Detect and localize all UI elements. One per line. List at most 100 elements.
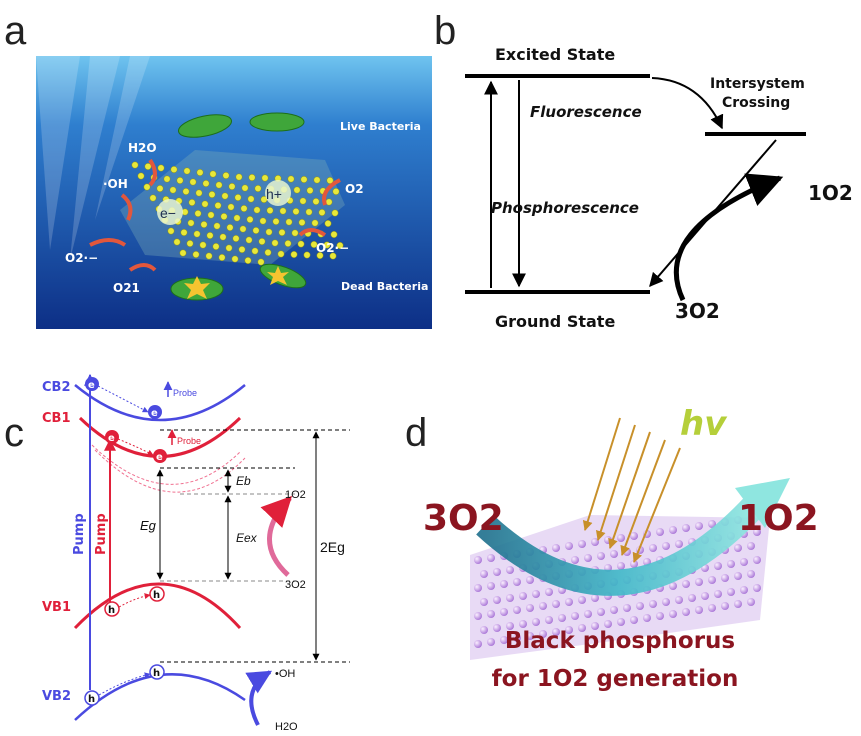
lattice-atom	[194, 210, 202, 217]
bp-atom	[734, 572, 742, 580]
lattice-atom	[233, 214, 241, 222]
lattice-atom	[287, 175, 295, 183]
lattice-atom	[257, 258, 265, 266]
panel-b-letter: b	[434, 9, 456, 53]
bp-atom	[519, 592, 527, 600]
lattice-atom	[205, 252, 213, 260]
bp-atom	[714, 562, 722, 570]
lattice-atom	[271, 239, 279, 247]
bp-atom	[487, 610, 495, 618]
exciton-band-1	[91, 444, 241, 485]
bp-atom	[487, 582, 495, 590]
caption-line-2: for 1O2 generation	[492, 666, 739, 692]
hole-vb1-start	[104, 601, 120, 617]
electron-cb2-start-label: e	[88, 380, 95, 391]
bp-atom	[584, 554, 592, 562]
lattice-atom	[188, 199, 196, 206]
lattice-atom	[202, 180, 210, 187]
lattice-atom	[300, 176, 308, 183]
panel-c: c CB2 CB1 VB1 VB2 Pump Pump Probe Probe …	[4, 373, 350, 733]
bp-atom	[617, 562, 625, 570]
bp-atom	[714, 590, 722, 598]
bp-atom	[500, 636, 508, 644]
lattice-atom	[244, 257, 252, 264]
lattice-atom	[226, 224, 234, 231]
excited-state-label: Excited State	[495, 45, 615, 64]
bp-atom	[545, 588, 553, 596]
lattice-atom	[199, 241, 207, 249]
lattice-atom	[131, 161, 139, 169]
bp-atom	[617, 618, 625, 626]
arrow-o2-radical-right	[298, 228, 327, 237]
lattice-atom	[239, 225, 247, 233]
panel-d: d hv 3O2 1O2 Black phosphorus for 1O2 ge…	[405, 404, 819, 692]
arrow-oh	[120, 193, 133, 221]
electron-cb1-start	[105, 430, 119, 444]
bp-atom	[662, 598, 670, 606]
energy-transfer-arrow	[673, 173, 784, 302]
bp-atom	[740, 558, 748, 566]
lattice-atom	[251, 247, 259, 255]
lattice-atom	[182, 188, 190, 195]
bp-atom	[740, 586, 748, 594]
bp-atom	[578, 540, 586, 548]
lattice-atom	[284, 240, 292, 247]
bp-atom	[747, 598, 755, 606]
lattice-atom	[232, 235, 240, 242]
bp-atom	[552, 628, 560, 636]
bp-atom	[727, 560, 735, 568]
singlet-o2-label-d: 1O2	[738, 498, 819, 539]
lattice-atom	[143, 183, 151, 191]
hole-glow	[265, 180, 291, 206]
bp-atom	[695, 606, 703, 614]
bp-atom	[571, 612, 579, 620]
hole-vb2-start-label: h	[88, 694, 95, 705]
panel-a-letter: a	[4, 9, 27, 53]
lattice-atom	[310, 241, 318, 248]
bp-atom	[753, 556, 761, 564]
lattice-atom	[297, 240, 305, 248]
hole-vb1-end-label: h	[153, 590, 160, 601]
bp-atom	[669, 582, 677, 590]
bp-atom	[565, 626, 573, 634]
lattice-atom	[313, 176, 321, 184]
lattice-atom	[261, 174, 269, 182]
lattice-atom	[265, 228, 273, 236]
o2-singlet-label: O21	[113, 281, 140, 295]
ocean-background	[36, 56, 432, 329]
electron-cb2-start	[85, 377, 99, 391]
lattice-atom	[290, 251, 298, 258]
bp-atom	[474, 584, 482, 592]
lattice-atom	[195, 189, 203, 197]
bp-atom	[513, 606, 521, 614]
lattice-atom	[234, 194, 242, 201]
eb-label: Eb	[236, 474, 251, 488]
lattice-atom	[318, 209, 326, 216]
lattice-atom	[311, 219, 319, 227]
lattice-atom	[220, 213, 228, 220]
lattice-atom	[201, 200, 209, 208]
arrow-singlet	[128, 263, 157, 272]
o2-radical-left-label: O2·−	[65, 251, 98, 265]
bp-atom	[545, 616, 553, 624]
bp-atom	[493, 596, 501, 604]
bp-atom	[532, 618, 540, 626]
bp-atom	[565, 598, 573, 606]
bp-atom	[539, 630, 547, 638]
bp-atom	[480, 570, 488, 578]
lattice-atom	[176, 177, 184, 184]
lattice-atom	[179, 249, 187, 257]
bp-atom	[630, 532, 638, 540]
electron-label: e−	[160, 205, 176, 221]
lattice-atom	[247, 195, 255, 203]
probe-label-mid: Probe	[177, 436, 201, 446]
bp-atom	[474, 612, 482, 620]
lattice-atom	[235, 173, 243, 181]
lattice-atom	[206, 232, 214, 239]
h2o-label-c: H2O	[275, 721, 298, 733]
cb1-label: CB1	[42, 411, 71, 426]
pump-label-blue: Pump	[72, 513, 87, 555]
bp-atom	[669, 526, 677, 534]
bp-atom	[591, 594, 599, 602]
